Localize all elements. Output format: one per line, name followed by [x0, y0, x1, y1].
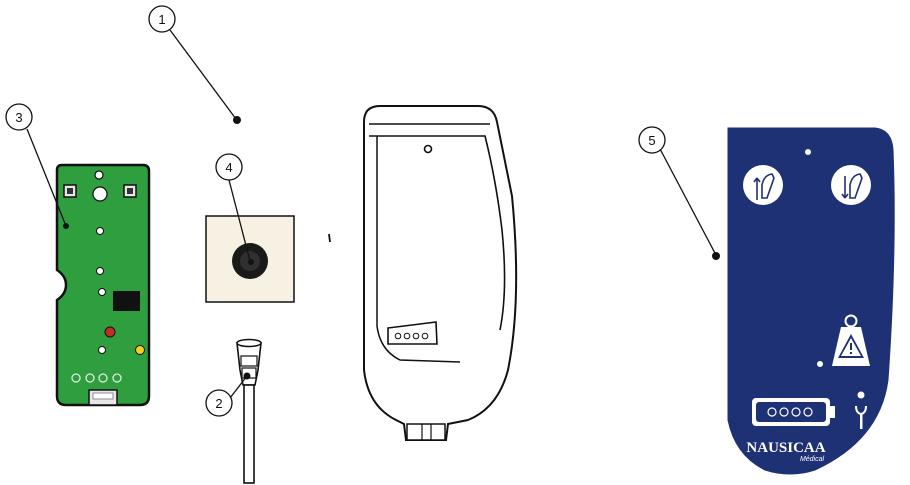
callout-1-label: 1 — [158, 12, 165, 27]
brand-name: NAUSICAA — [746, 440, 825, 456]
callout-5: 5 — [639, 127, 665, 153]
callout-3: 3 — [6, 104, 32, 130]
raise-backrest-icon — [743, 165, 783, 205]
callout-4: 4 — [216, 154, 242, 180]
callout-4-label: 4 — [225, 160, 232, 175]
callout-3-label: 3 — [15, 110, 22, 125]
callout-2: 2 — [206, 390, 232, 416]
front-label-panel: NAUSICAA Médical — [728, 128, 894, 474]
device-housing — [364, 106, 516, 440]
callout-2-label: 2 — [215, 396, 222, 411]
brand-subtitle: Médical — [800, 456, 825, 463]
sensor-probe — [237, 340, 261, 484]
lower-backrest-icon — [831, 165, 871, 205]
callout-1: 1 — [149, 6, 175, 32]
stray-mark — [329, 234, 330, 242]
callout-5-label: 5 — [648, 133, 655, 148]
pcb-board — [57, 165, 149, 405]
battery-icon — [752, 398, 835, 426]
